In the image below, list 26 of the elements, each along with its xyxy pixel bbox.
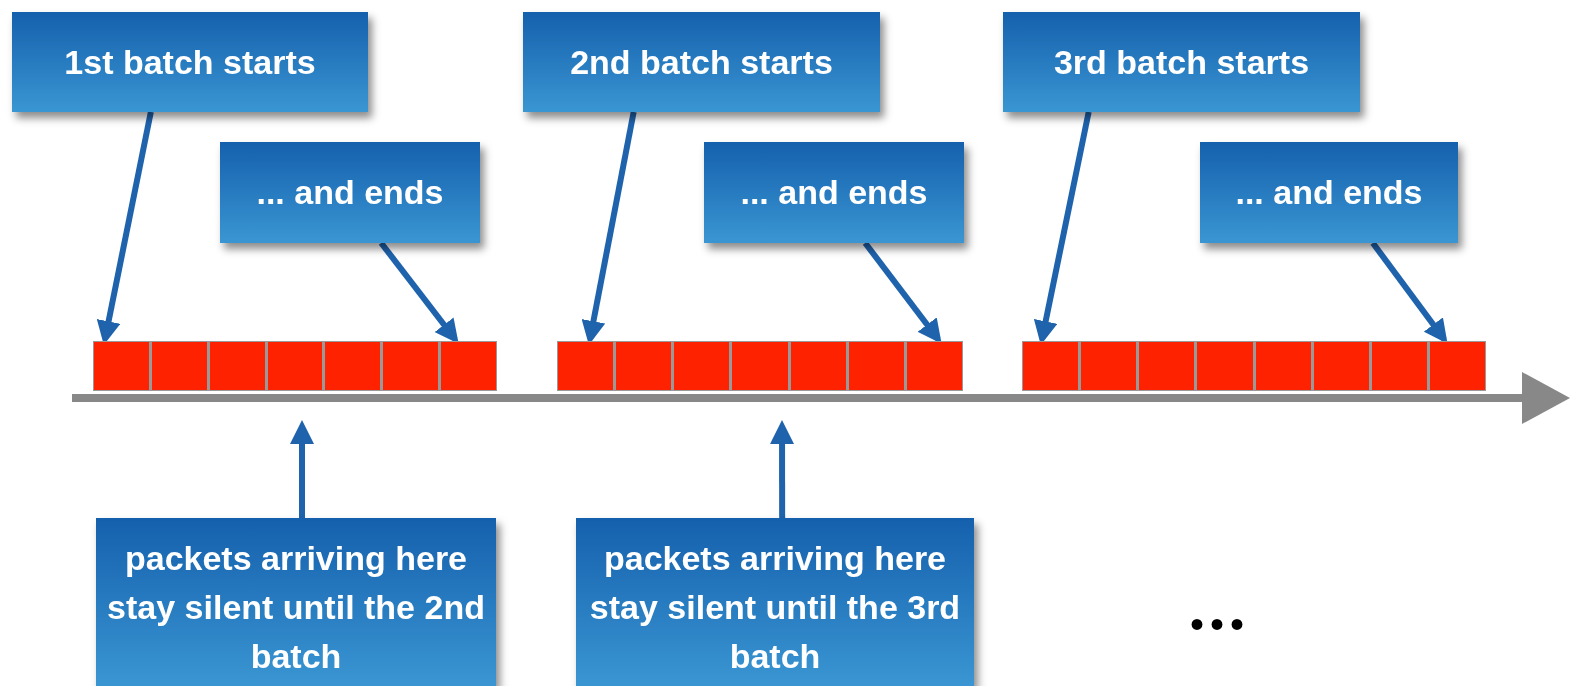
callout-text: ... and ends: [740, 172, 928, 213]
callout-text: 3rd batch starts: [1053, 41, 1310, 83]
callout-box: [576, 518, 974, 686]
callout-box: [12, 12, 368, 112]
packet-batch-bar: [93, 341, 497, 391]
callout-text: ... and ends: [1235, 172, 1423, 213]
callout-box: [1200, 142, 1458, 243]
arrow: [1370, 241, 1448, 344]
packet-batch-bar: [1022, 341, 1486, 391]
arrow: [378, 241, 459, 344]
arrow: [290, 420, 314, 518]
callout-box: [704, 142, 964, 243]
ellipsis-label: •••: [1190, 601, 1250, 648]
callout-text: 1st batch starts: [64, 41, 316, 83]
callout-box: [96, 518, 496, 686]
callout-text: ... and ends: [256, 172, 444, 213]
callout-text: 2nd batch starts: [570, 41, 833, 83]
callout-box: [1003, 12, 1360, 112]
arrow: [770, 420, 795, 518]
callout-box: [523, 12, 880, 112]
callout-text: packets arriving here stay silent until the 3rd batch: [588, 538, 962, 677]
arrow: [862, 241, 942, 344]
timeline-axis: [72, 372, 1570, 424]
callout-box: [220, 142, 480, 243]
packet-batch-bar: [557, 341, 963, 391]
callout-text: packets arriving here stay silent until the 2nd batch: [106, 538, 486, 677]
